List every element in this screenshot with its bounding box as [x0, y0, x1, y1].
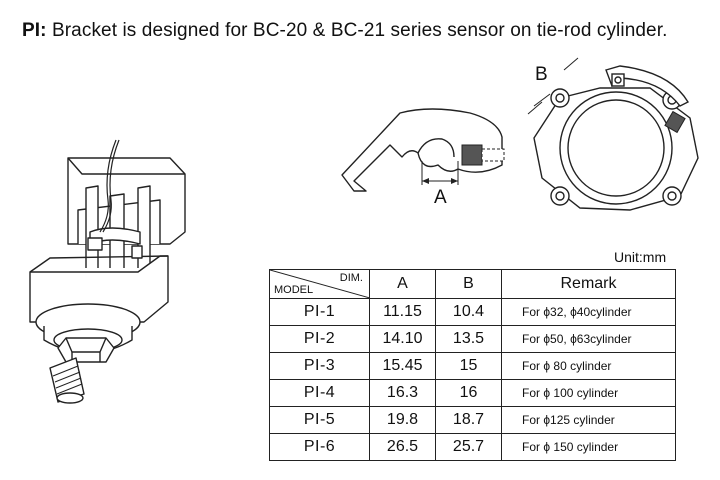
dim-a-cell: 14.10 — [369, 325, 436, 353]
table-row: PI-5 19.8 18.7 For ϕ125 cylinder — [269, 406, 676, 434]
product-code: PI: — [22, 20, 47, 41]
table-row: PI-1 11.15 10.4 For ϕ32, ϕ40cylinder — [269, 298, 676, 326]
remark-header: Remark — [501, 269, 676, 299]
product-description: Bracket is designed for BC-20 & BC-21 se… — [51, 20, 668, 41]
tie-rod-cylinder-illustration — [29, 139, 186, 404]
table-row: PI-4 16.3 16 For ϕ 100 cylinder — [269, 379, 676, 407]
dim-b-cell: 16 — [435, 379, 502, 407]
remark-cell: For ϕ 150 cylinder — [501, 433, 676, 461]
model-cell: PI-3 — [269, 352, 370, 380]
remark-cell: For ϕ50, ϕ63cylinder — [501, 325, 676, 353]
dim-b-cell: 18.7 — [435, 406, 502, 434]
page-headline: PI: Bracket is designed for BC-20 & BC-2… — [22, 20, 667, 42]
remark-cell: For ϕ 100 cylinder — [501, 379, 676, 407]
bracket-side-view-drawing: A — [341, 108, 505, 208]
model-cell: PI-5 — [269, 406, 370, 434]
remark-cell: For ϕ125 cylinder — [501, 406, 676, 434]
table-row: PI-3 15.45 15 For ϕ 80 cylinder — [269, 352, 676, 380]
dimension-a-label: A — [434, 187, 447, 208]
dim-a-cell: 26.5 — [369, 433, 436, 461]
remark-cell: For ϕ32, ϕ40cylinder — [501, 298, 676, 326]
dim-a-cell: 19.8 — [369, 406, 436, 434]
dim-b-cell: 13.5 — [435, 325, 502, 353]
dimension-table: DIM. MODEL A B Remark PI-1 11.15 10.4 Fo… — [269, 269, 676, 461]
model-cell: PI-1 — [269, 298, 370, 326]
model-cell: PI-2 — [269, 325, 370, 353]
bracket-mounted-on-cylinder-drawing: B — [527, 57, 699, 211]
dim-a-cell: 16.3 — [369, 379, 436, 407]
dim-header: DIM. — [339, 272, 363, 284]
dim-a-cell: 15.45 — [369, 352, 436, 380]
corner-header: DIM. MODEL — [269, 269, 370, 299]
unit-label: Unit:mm — [614, 249, 667, 265]
dim-b-cell: 25.7 — [435, 433, 502, 461]
table-header-row: DIM. MODEL A B Remark — [269, 269, 676, 299]
column-b-header: B — [435, 269, 502, 299]
table-row: PI-6 26.5 25.7 For ϕ 150 cylinder — [269, 433, 676, 461]
dim-b-cell: 15 — [435, 352, 502, 380]
dim-a-cell: 11.15 — [369, 298, 436, 326]
dim-b-cell: 10.4 — [435, 298, 502, 326]
model-cell: PI-6 — [269, 433, 370, 461]
table-row: PI-2 14.10 13.5 For ϕ50, ϕ63cylinder — [269, 325, 676, 353]
dimension-b-label: B — [535, 64, 548, 85]
model-cell: PI-4 — [269, 379, 370, 407]
model-header: MODEL — [274, 284, 314, 296]
remark-cell: For ϕ 80 cylinder — [501, 352, 676, 380]
column-a-header: A — [369, 269, 436, 299]
